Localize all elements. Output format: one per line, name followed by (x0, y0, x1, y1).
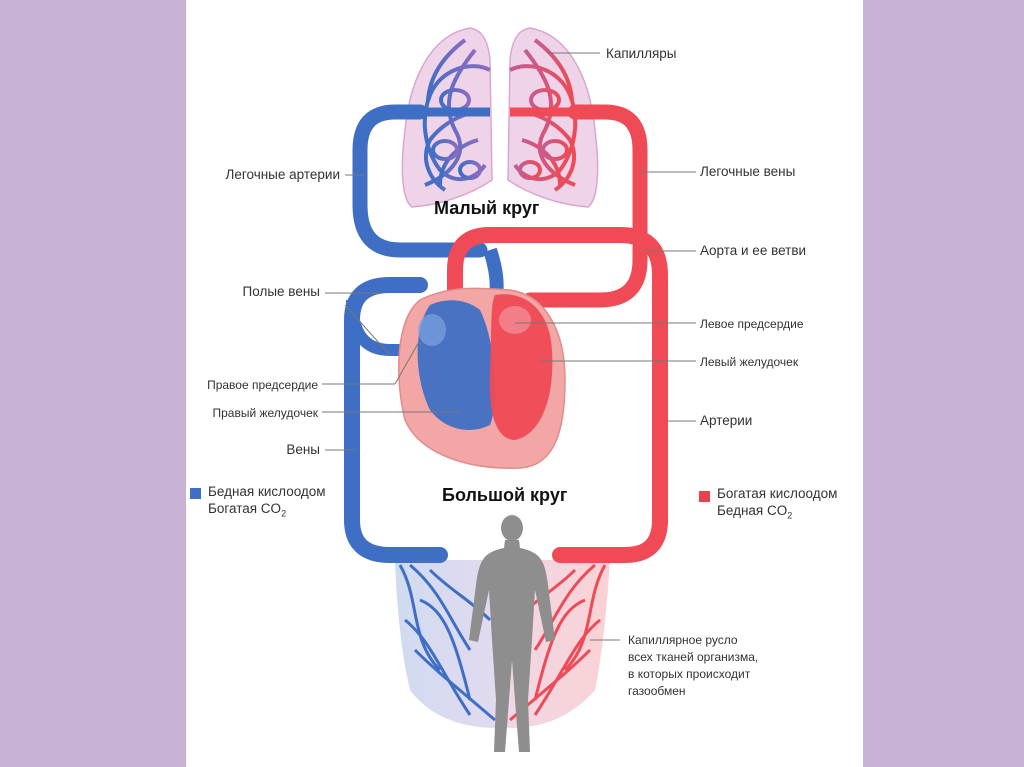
aorta-label: Аорта и ее ветви (700, 243, 807, 258)
right-atrium-label: Правое предсердие (207, 378, 318, 392)
legend-poor-line1: Бедная кислоодом (208, 484, 326, 499)
arteries-label: Артерии (700, 413, 753, 428)
human-figure-icon (469, 515, 555, 752)
small-circle-title: Малый круг (434, 198, 540, 218)
lungs-icon (401, 27, 599, 208)
capillaries-label: Капилляры (606, 46, 677, 61)
left-ventricle-label: Левый желудочек (700, 355, 799, 369)
veins-vessel (344, 277, 448, 563)
heart-icon (398, 287, 566, 469)
pulmonary-veins-label: Легочные вены (700, 164, 796, 179)
legend-blue-swatch (190, 488, 201, 499)
capillary-bed-line-3: в которых происходит (628, 667, 751, 681)
aorta-vessel (447, 227, 668, 563)
vena-cava-label: Полые вены (242, 284, 320, 299)
veins-label: Вены (286, 442, 320, 457)
right-ventricle-label: Правый желудочек (212, 406, 318, 420)
pulmonary-vein-vessel (522, 104, 648, 308)
capillary-bed-line-4: газообмен (628, 684, 686, 698)
legend-rich-line1: Богатая кислоодом (717, 486, 838, 501)
pulmonary-arteries-label: Легочные артерии (225, 167, 340, 182)
capillary-bed-label: Капиллярное русло всех тканей организма,… (628, 632, 758, 700)
capillary-bed-line-1: Капиллярное русло (628, 633, 738, 647)
legend-rich-line2: Бедная CO2 (717, 503, 793, 521)
left-atrium-label: Левое предсердие (700, 317, 804, 331)
legend-poor-line2: Богатая CO2 (208, 501, 287, 519)
legend-rich: Богатая кислоодом Бедная CO2 (717, 485, 837, 525)
legend-red-swatch (699, 491, 710, 502)
large-circle-title: Большой круг (442, 485, 568, 505)
capillary-bed-line-2: всех тканей организма, (628, 650, 759, 664)
pulmonary-artery-vessel (352, 104, 488, 258)
legend-poor: Бедная кислоодом Богатая CO2 (208, 483, 326, 523)
